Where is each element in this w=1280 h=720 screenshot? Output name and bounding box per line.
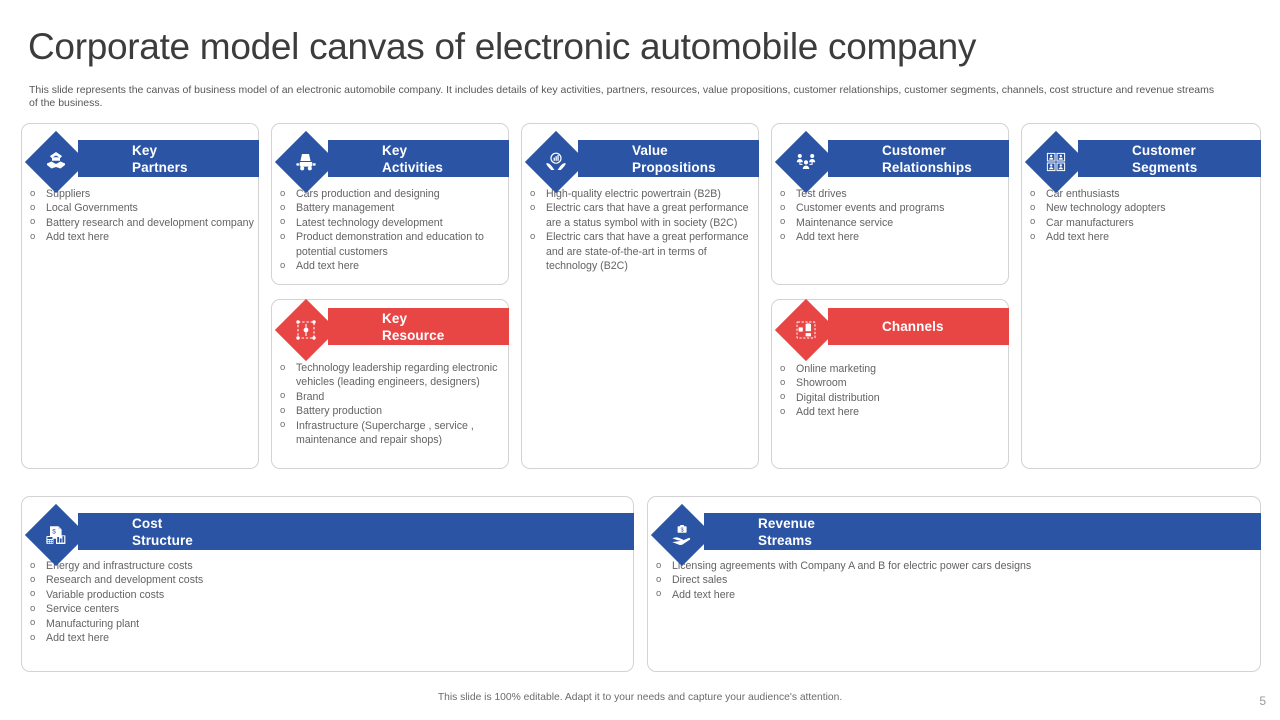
list-key-partners: Suppliers Local Governments Battery rese… xyxy=(26,186,254,245)
list-item: Manufacturing plant xyxy=(26,616,626,631)
list-item: Infrastructure (Supercharge , service , … xyxy=(276,418,508,448)
list-item: Suppliers xyxy=(26,186,254,201)
cost-structure-title-line1: Cost xyxy=(132,515,163,531)
list-item: Battery management xyxy=(276,201,508,216)
car-production-icon xyxy=(274,130,338,194)
list-item: High-quality electric powertrain (B2B) xyxy=(526,186,758,201)
list-item: Variable production costs xyxy=(26,587,626,602)
key-partners-title-line1: Key xyxy=(132,142,158,158)
key-resource-title-line1: Key xyxy=(382,310,408,326)
header-key-resource: Key Resource xyxy=(328,308,509,345)
list-key-activities: Cars production and designing Battery ma… xyxy=(276,186,508,274)
list-item: Electric cars that have a great performa… xyxy=(526,201,758,230)
list-item: Electric cars that have a great performa… xyxy=(526,230,758,273)
revenue-streams-title-line1: Revenue xyxy=(758,515,815,531)
list-item: Customer events and programs xyxy=(776,201,1008,216)
list-item: Brand xyxy=(276,389,508,404)
list-item: Technology leadership regarding electron… xyxy=(276,361,508,390)
people-grid-icon xyxy=(1024,130,1088,194)
list-item: Licensing agreements with Company A and … xyxy=(652,558,1252,573)
list-item: Showroom xyxy=(776,376,1008,391)
list-item: Add text here xyxy=(276,259,508,274)
page-number: 5 xyxy=(1259,694,1266,708)
list-channels: Online marketing Showroom Digital distri… xyxy=(776,361,1008,420)
customer-segments-title-line2: Segments xyxy=(1132,159,1198,175)
list-item: Digital distribution xyxy=(776,390,1008,405)
network-nodes-icon xyxy=(274,298,338,362)
hands-holding-chart-icon xyxy=(524,130,588,194)
hand-money-icon: $ xyxy=(650,503,714,567)
list-item: New technology adopters xyxy=(1026,201,1258,216)
list-value-propositions: High-quality electric powertrain (B2B) E… xyxy=(526,186,758,273)
list-customer-relationships: Test drives Customer events and programs… xyxy=(776,186,1008,245)
handshake-icon xyxy=(24,130,88,194)
value-propositions-title-line1: Value xyxy=(632,142,668,158)
customer-segments-title-line1: Customer xyxy=(1132,142,1196,158)
list-item: Local Governments xyxy=(26,201,254,216)
list-item: Cars production and designing xyxy=(276,186,508,201)
people-group-icon xyxy=(774,130,838,194)
list-item: Latest technology development xyxy=(276,215,508,230)
header-customer-relationships: Customer Relationships xyxy=(828,140,1009,177)
page-subtitle: This slide represents the canvas of busi… xyxy=(29,84,1215,109)
header-channels: Channels xyxy=(828,308,1009,345)
list-item: Maintenance service xyxy=(776,215,1008,230)
header-customer-segments: Customer Segments xyxy=(1078,140,1261,177)
channels-title-line1: Channels xyxy=(882,319,944,334)
revenue-streams-title-line2: Streams xyxy=(758,532,812,548)
key-activities-title-line2: Activities xyxy=(382,159,444,175)
list-item: Add text here xyxy=(26,631,626,646)
list-item: Energy and infrastructure costs xyxy=(26,558,626,573)
list-item: Add text here xyxy=(1026,230,1258,245)
customer-relationships-title-line2: Relationships xyxy=(882,159,972,175)
list-item: Online marketing xyxy=(776,361,1008,376)
list-item: Car manufacturers xyxy=(1026,215,1258,230)
svg-text:$: $ xyxy=(52,529,56,536)
list-item: Service centers xyxy=(26,602,626,617)
list-item: Direct sales xyxy=(652,573,1252,588)
customer-relationships-title-line1: Customer xyxy=(882,142,946,158)
svg-text:$: $ xyxy=(681,527,684,533)
key-resource-title-line2: Resource xyxy=(382,327,445,343)
key-activities-title-line1: Key xyxy=(382,142,408,158)
list-key-resource: Technology leadership regarding electron… xyxy=(276,361,508,447)
value-propositions-title-line2: Propositions xyxy=(632,159,716,175)
list-item: Add text here xyxy=(776,405,1008,420)
footer-note: This slide is 100% editable. Adapt it to… xyxy=(437,692,843,703)
list-item: Product demonstration and education to p… xyxy=(276,230,508,259)
list-customer-segments: Car enthusiasts New technology adopters … xyxy=(1026,186,1258,245)
invoice-calculator-icon: $ xyxy=(24,503,88,567)
list-revenue-streams: Licensing agreements with Company A and … xyxy=(652,558,1252,602)
list-cost-structure: Energy and infrastructure costs Research… xyxy=(26,558,626,646)
header-key-activities: Key Activities xyxy=(328,140,509,177)
list-item: Add text here xyxy=(776,230,1008,245)
key-partners-title-line2: Partners xyxy=(132,159,188,175)
header-cost-structure: Cost Structure xyxy=(78,513,634,550)
header-revenue-streams: Revenue Streams xyxy=(704,513,1261,550)
list-item: Test drives xyxy=(776,186,1008,201)
list-item: Add text here xyxy=(26,230,254,245)
distribution-network-icon xyxy=(774,298,838,362)
list-item: Car enthusiasts xyxy=(1026,186,1258,201)
list-item: Research and development costs xyxy=(26,573,626,588)
header-value-propositions: Value Propositions xyxy=(578,140,759,177)
list-item: Battery research and development company xyxy=(26,215,254,230)
header-key-partners: Key Partners xyxy=(78,140,259,177)
list-item: Add text here xyxy=(652,587,1252,602)
page-title: Corporate model canvas of electronic aut… xyxy=(28,26,977,67)
cost-structure-title-line2: Structure xyxy=(132,532,193,548)
list-item: Battery production xyxy=(276,404,508,419)
